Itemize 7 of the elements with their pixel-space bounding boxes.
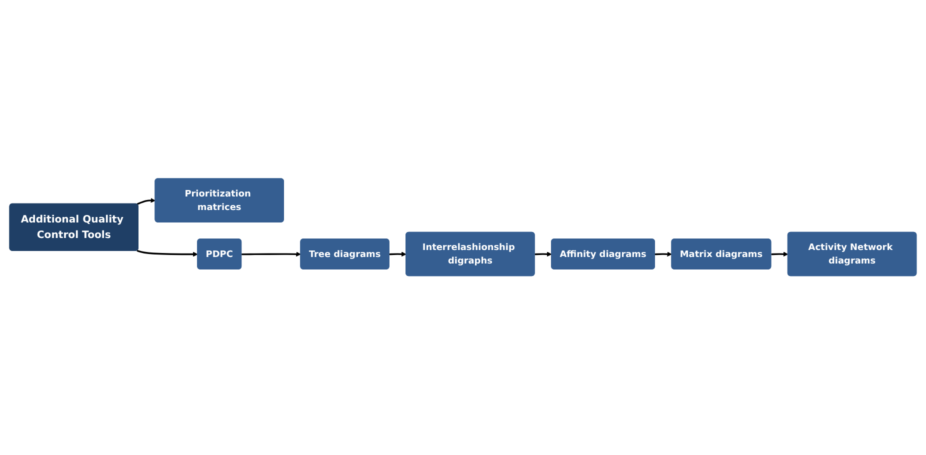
arrow [242,252,301,257]
arrow [534,252,552,257]
arrow [389,252,406,257]
arrow [771,252,788,257]
arrow [136,198,156,206]
arrow [136,250,198,258]
arrow [655,252,672,257]
